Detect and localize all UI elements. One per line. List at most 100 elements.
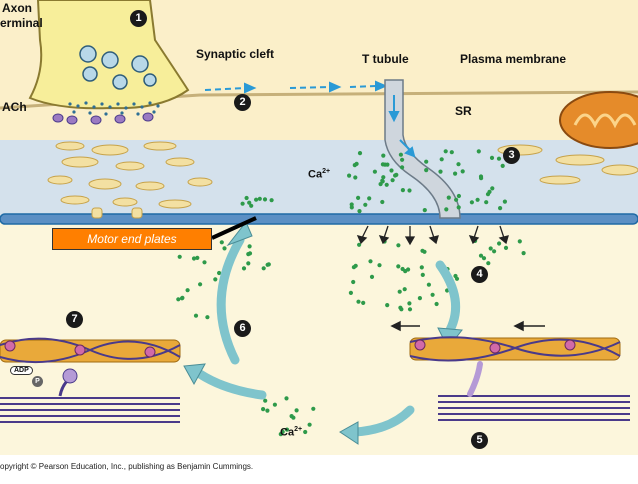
calcium-ion xyxy=(453,171,458,176)
calcium-ion xyxy=(402,287,407,292)
myosin-head-right xyxy=(467,361,483,397)
calcium-ion xyxy=(422,208,427,213)
ach-receptors xyxy=(52,112,154,125)
motor-end-plates-callout: Motor end plates xyxy=(52,228,212,250)
calcium-ion xyxy=(454,197,459,202)
actin-filament-right xyxy=(409,336,621,362)
calcium-ion xyxy=(475,197,480,202)
calcium-ion xyxy=(400,188,405,193)
calcium-ion xyxy=(198,282,203,287)
calcium-ion xyxy=(369,274,375,279)
calcium-charge-upper: 2+ xyxy=(322,168,331,175)
calcium-ion xyxy=(400,165,405,170)
calcium-ion xyxy=(269,198,274,203)
calcium-ion xyxy=(456,193,461,199)
calcium-ion xyxy=(422,249,427,254)
calcium-ion xyxy=(193,313,199,318)
calcium-ion xyxy=(185,288,190,293)
calcium-ion xyxy=(219,240,224,245)
calcium-ion xyxy=(521,251,526,256)
calcium-ion xyxy=(517,239,522,244)
junctional-folds xyxy=(91,207,143,219)
calcium-ion xyxy=(389,168,394,173)
calcium-ion xyxy=(222,246,227,251)
calcium-ion xyxy=(394,172,399,177)
calcium-ion xyxy=(488,246,493,251)
myosin-filament-left xyxy=(0,376,180,423)
calcium-ion xyxy=(487,189,492,194)
calcium-charge-lower: 2+ xyxy=(294,426,303,433)
calcium-ion xyxy=(439,157,444,162)
t-tubule-signal-arrows xyxy=(388,95,416,158)
calcium-ion xyxy=(351,279,356,285)
calcium-release-arrows xyxy=(356,225,509,246)
calcium-ion xyxy=(497,241,502,246)
calcium-ion xyxy=(498,206,503,211)
calcium-ion xyxy=(502,199,507,204)
calcium-ion xyxy=(397,289,402,294)
calcium-ion xyxy=(289,414,294,419)
calcium-ion xyxy=(377,263,382,268)
step-6-marker: 6 xyxy=(234,320,251,337)
calcium-ion xyxy=(381,153,386,158)
calcium-ion xyxy=(399,307,404,312)
calcium-ion xyxy=(390,178,395,183)
calcium-ion xyxy=(492,249,497,254)
calcium-ion xyxy=(503,245,509,250)
calcium-ion xyxy=(396,243,401,248)
calcium-ion xyxy=(434,301,439,307)
calcium-ion xyxy=(272,402,277,407)
calcium-ion xyxy=(438,169,443,174)
calcium-ion xyxy=(307,422,312,427)
calcium-ion xyxy=(368,259,373,264)
calcium-ion xyxy=(407,301,412,306)
calcium-ion xyxy=(247,244,252,249)
calcium-ion xyxy=(443,149,448,154)
calcium-ion xyxy=(380,199,385,205)
calcium-ion xyxy=(257,196,262,201)
calcium-label-upper: Ca2+ xyxy=(308,168,330,181)
calcium-ion xyxy=(384,182,389,187)
bottom-white xyxy=(0,455,638,479)
synaptic-cleft-label: Synaptic cleft xyxy=(196,47,275,61)
calcium-ion xyxy=(246,261,251,266)
calcium-ion xyxy=(430,292,435,297)
calcium-ion xyxy=(195,255,200,260)
calcium-ion xyxy=(311,406,316,411)
calcium-ion xyxy=(453,273,458,279)
calcium-ion xyxy=(449,150,454,155)
calcium-ion xyxy=(424,168,429,173)
calcium-ion xyxy=(180,295,185,300)
myosin-head-left xyxy=(62,368,78,384)
step-5-marker: 5 xyxy=(471,432,488,449)
calcium-ion xyxy=(176,297,181,302)
calcium-ion xyxy=(476,149,481,154)
calcium-ion xyxy=(284,396,289,401)
step-7-marker: 7 xyxy=(66,311,83,328)
calcium-ions-cytosol xyxy=(176,238,526,437)
calcium-ion xyxy=(263,398,268,403)
axon-label-line1: Axon xyxy=(2,1,32,15)
calcium-ion xyxy=(240,201,245,206)
myosin-filament-right xyxy=(438,395,630,421)
calcium-ion xyxy=(484,200,489,205)
motor-end-plate-pointer xyxy=(211,216,257,240)
calcium-ion xyxy=(382,162,388,167)
calcium-ion xyxy=(398,152,403,157)
sliding-arrows xyxy=(390,320,545,332)
calcium-ion xyxy=(261,266,266,271)
calcium-label-lower: Ca2+ xyxy=(280,426,302,439)
calcium-ion xyxy=(347,173,352,178)
calcium-ion xyxy=(426,282,431,287)
calcium-ion xyxy=(205,315,210,320)
axon-label-line2: erminal xyxy=(0,16,43,30)
calcium-ion xyxy=(481,256,487,261)
ach-molecules xyxy=(68,101,160,116)
calcium-ion xyxy=(278,432,283,437)
calcium-ion xyxy=(213,277,218,282)
calcium-symbol-upper: Ca xyxy=(308,168,323,181)
calcium-ion xyxy=(217,270,222,276)
calcium-ion xyxy=(356,299,361,304)
